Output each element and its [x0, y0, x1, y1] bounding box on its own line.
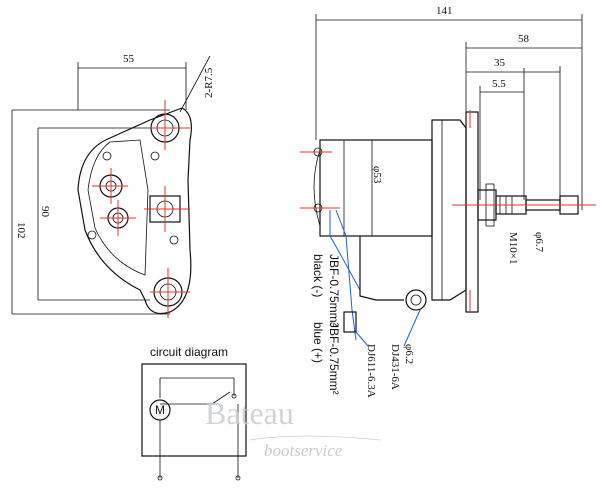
- dim-front-width: 55: [123, 53, 135, 65]
- gearbox-housing: [431, 119, 467, 301]
- bracket-inner-plate: [87, 139, 149, 276]
- ring-terminal-label: DJ431-6A: [389, 344, 401, 390]
- black-wire-label: black (-): [311, 254, 325, 297]
- blue-wire: [335, 209, 357, 341]
- circuit-diagram: circuit diagram M: [141, 345, 247, 481]
- watermark-brand: Bateau: [205, 395, 294, 431]
- dim-shaft-diameter: φ6.7: [533, 232, 545, 253]
- dim-side-58: 58: [518, 33, 530, 45]
- blue-wire-label: blue (+): [311, 322, 325, 363]
- circuit-title: circuit diagram: [150, 345, 228, 359]
- switch-lever: [211, 391, 231, 405]
- circuit-frame: [141, 363, 247, 457]
- dim-side-total: 141: [436, 5, 453, 17]
- motor-body: [319, 139, 433, 237]
- dim-body-diameter: φ53: [371, 166, 383, 184]
- spade-connector: [343, 311, 357, 333]
- dim-front-height-outer: 102: [15, 222, 27, 239]
- ring-wire: [359, 236, 404, 301]
- ring-diameter-label: φ6.2: [403, 344, 415, 364]
- mount-flange: [465, 111, 479, 313]
- dim-side-35: 35: [494, 57, 506, 69]
- front-view: 55 2-R7.5 102 90: [11, 53, 215, 318]
- dim-front-radius: 2-R7.5: [203, 67, 215, 98]
- dim-thread: M10×1: [507, 232, 519, 264]
- motor-label: M: [155, 403, 165, 417]
- bracket-outline: [77, 107, 192, 315]
- blue-wire-spec: JBF-0.75mm²: [327, 322, 341, 395]
- dim-side-5-5: 5.5: [492, 78, 506, 90]
- ring-terminal: [405, 289, 427, 311]
- watermark: Bateau bootservice: [205, 395, 381, 460]
- watermark-sub: bootservice: [264, 441, 343, 460]
- side-view: 141 58 35 5.5 φ53 φ6.7 M10×1: [300, 5, 596, 398]
- black-wire-spec: JBF-0.75mm²: [327, 254, 341, 327]
- dim-front-height-inner: 90: [39, 206, 51, 218]
- connector-blue-label: DJ611-6.3A: [365, 344, 377, 398]
